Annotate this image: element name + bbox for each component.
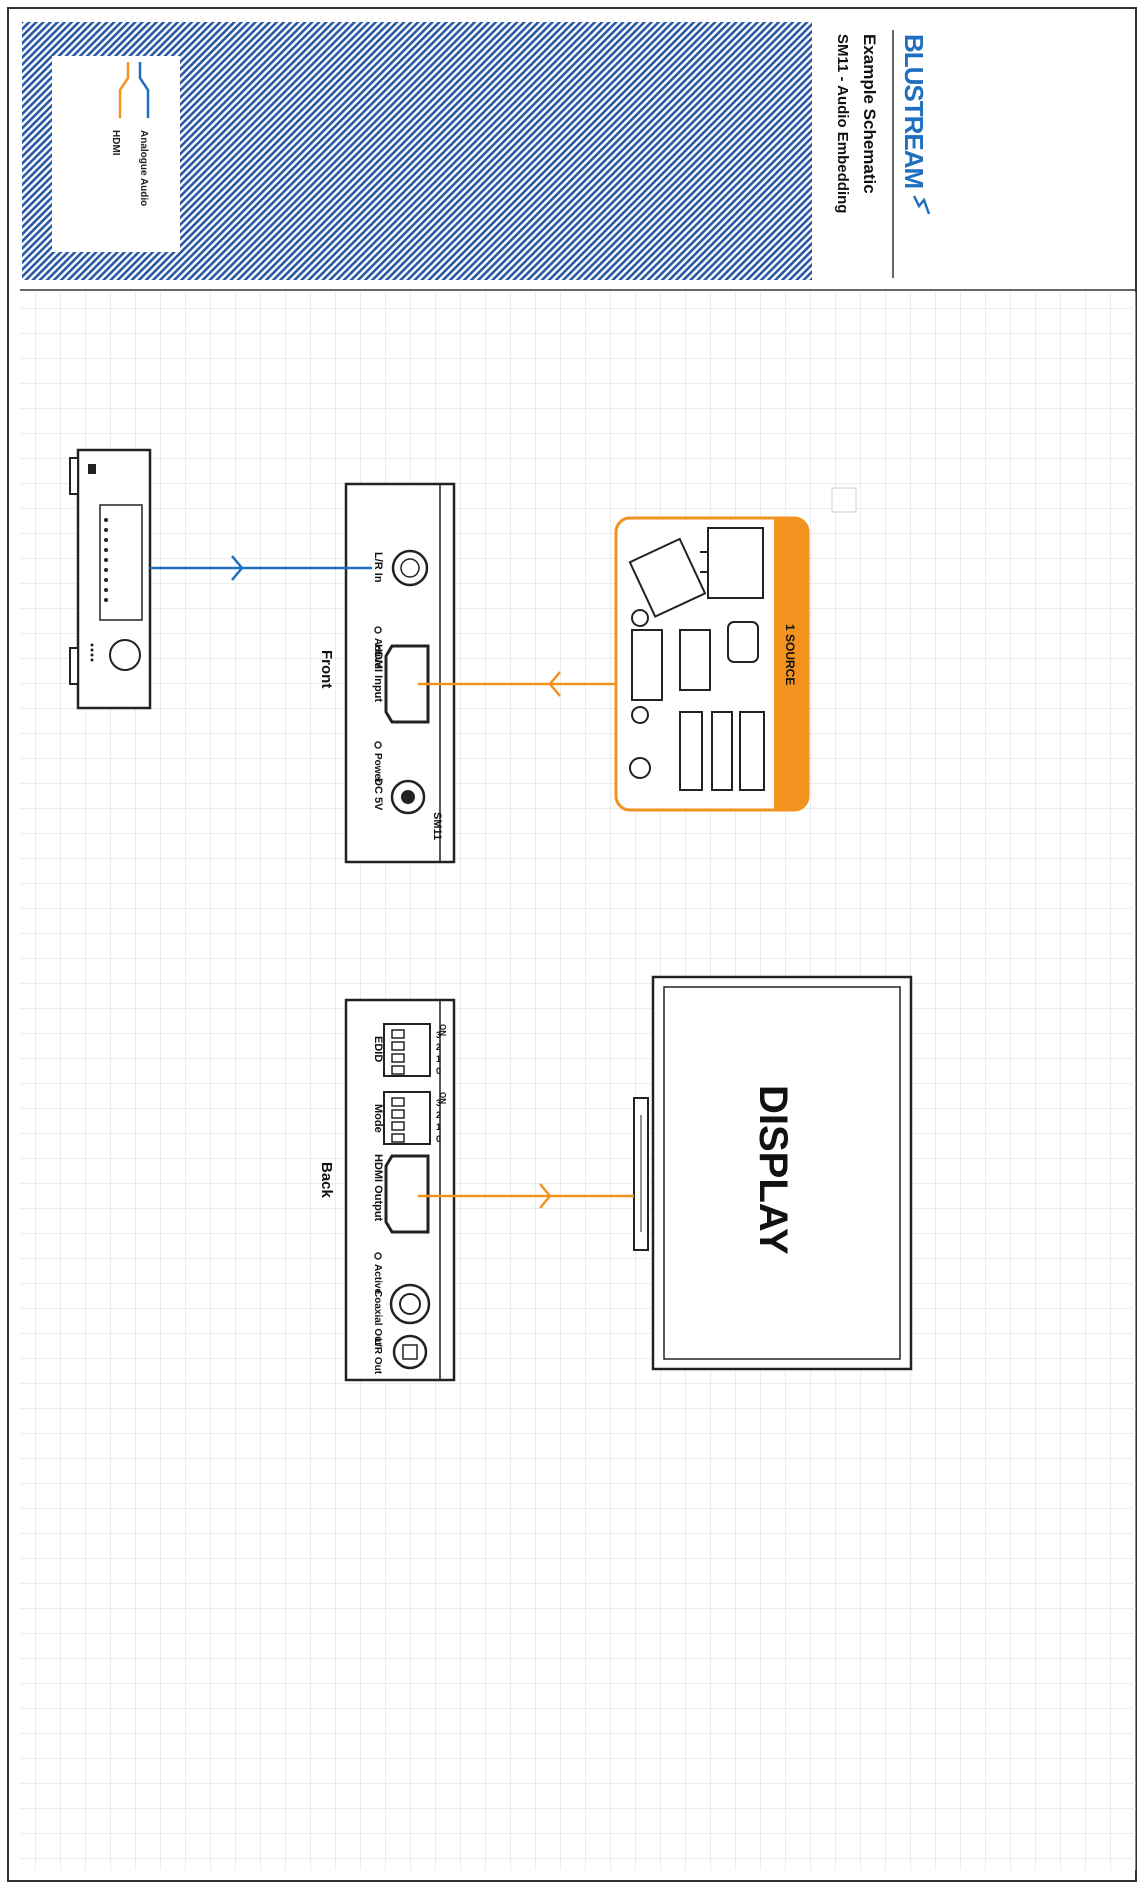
receiver-foot-top (69, 457, 79, 495)
sky-box-icon (739, 711, 765, 791)
edid-label: EDID (372, 1036, 384, 1062)
legend-box (52, 56, 180, 252)
brand-logo: BLUSTREAM (899, 34, 931, 215)
edid-on-label: ON (438, 1024, 447, 1036)
marker-square (831, 487, 857, 513)
schematic-subtitle: SM11 - Audio Embedding (834, 34, 851, 213)
mode-switch (383, 1091, 431, 1145)
legend: Analogue Audio HDMI (52, 56, 180, 252)
front-caption: Front (318, 650, 335, 688)
receiver-volume-knob (109, 639, 141, 671)
lr-out-label: L/R Out (372, 1338, 383, 1375)
front-panel: L/R In Active HDMI Input Power DC 5V SM1… (318, 482, 456, 864)
legend-audio-label: Analogue Audio (138, 130, 149, 206)
schematic-title: Example Schematic (860, 34, 879, 194)
settop-icon (711, 711, 733, 791)
media-player-icon (727, 621, 759, 663)
camera-icon (631, 609, 649, 627)
connections (150, 555, 634, 1209)
back-caption: Back (318, 1162, 335, 1199)
display-label: DISPLAY (751, 1085, 795, 1255)
source-panel: 1 SOURCE (614, 516, 810, 812)
mode-switch-pins (391, 1097, 405, 1143)
legend-audio-line (138, 62, 150, 118)
hdmi-output-port (384, 1154, 430, 1234)
display-screen (663, 986, 901, 1360)
edid-pin-3: 3 (436, 1030, 441, 1040)
brand-wordmark: BLUSTREAM (899, 34, 929, 188)
mode-pin-3: 3 (436, 1098, 441, 1108)
back-active-label: Active (372, 1264, 383, 1294)
edid-pin-2: 2 (436, 1042, 441, 1052)
console-icon (628, 537, 707, 618)
mode-on-label: ON (438, 1092, 447, 1104)
receiver-display-window (99, 504, 143, 621)
edid-pin-0: 0 (436, 1066, 441, 1076)
display: DISPLAY (633, 975, 913, 1371)
hdmi-input-label: HDMI Input (372, 644, 384, 702)
monitor-icon (707, 527, 764, 599)
gamepad-icon (631, 706, 649, 724)
header-white-strip (812, 22, 1130, 280)
receiver-foot-bottom (69, 647, 79, 685)
hdmi-source-cable-arrow (548, 671, 561, 697)
lr-in-jack-core (400, 558, 420, 578)
legend-hdmi-label: HDMI (110, 130, 121, 156)
edid-switch-pins (391, 1029, 405, 1075)
back-panel: EDID ON 3 2 1 0 Mode ON 3 2 1 0 HDMI Out… (318, 998, 456, 1382)
source-panel-band (774, 518, 808, 810)
front-power-led (374, 741, 382, 749)
av-receiver (69, 448, 152, 710)
legend-hdmi-line (118, 62, 130, 118)
mode-label: Mode (372, 1104, 384, 1133)
dc-label: DC 5V (372, 778, 384, 811)
front-active-label: Active (372, 638, 383, 668)
receiver-buttons (88, 464, 108, 662)
coaxial-out-jack-core (399, 1293, 421, 1315)
source-device-icons (628, 527, 765, 791)
audio-cable-arrow (231, 555, 244, 581)
title-block: Analogue Audio HDMI BLUSTREAM Example Sc… (20, 22, 1136, 291)
mode-pin-2: 2 (436, 1110, 441, 1120)
front-power-label: Power (372, 753, 383, 783)
mode-pin-0: 0 (436, 1134, 441, 1144)
lr-in-label: L/R In (372, 552, 384, 583)
bluray-icon (679, 711, 703, 791)
front-model-label: SM11 (431, 812, 443, 840)
hdmi-display-cable-arrow (539, 1183, 552, 1209)
tower-icon (679, 629, 711, 691)
coaxial-out-label: Coaxial Out (372, 1290, 383, 1346)
lr-out-jack-core (402, 1344, 418, 1360)
stick-icon (631, 629, 663, 701)
back-active-led (374, 1252, 382, 1260)
brand-wave-icon (912, 195, 931, 215)
mode-pin-1: 1 (436, 1122, 441, 1132)
edid-pin-1: 1 (436, 1054, 441, 1064)
dc-jack-core (401, 790, 415, 804)
edid-switch (383, 1023, 431, 1077)
hdmi-input-port (384, 644, 430, 724)
remote-icon (629, 757, 651, 779)
front-active-led (374, 626, 382, 634)
grid-area (20, 292, 1136, 1870)
source-panel-label: 1 SOURCE (783, 624, 797, 685)
hdmi-output-label: HDMI Output (372, 1154, 384, 1222)
